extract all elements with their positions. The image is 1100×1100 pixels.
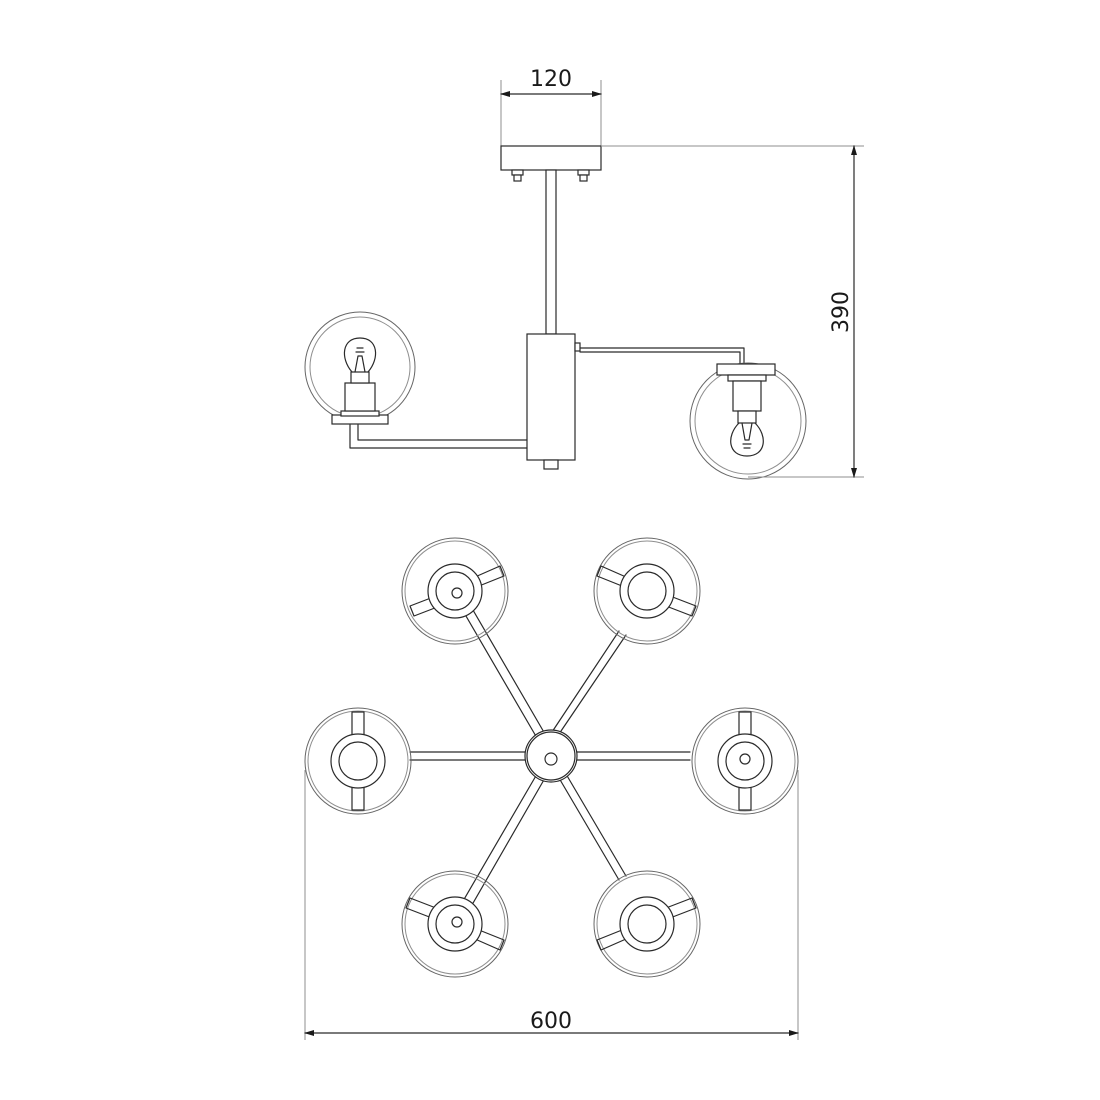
- top-view-lamp-lower-right: [593, 870, 701, 978]
- side-view: 120: [304, 67, 864, 480]
- top-view-lamp-right: [691, 707, 799, 815]
- height-label: 390: [829, 291, 854, 333]
- width-label: 600: [530, 1009, 572, 1034]
- left-globe-lamp: [304, 311, 416, 425]
- top-view-lamp-upper-right: [593, 537, 701, 645]
- suspension-rod: [545, 169, 557, 335]
- left-lamp-arm: [349, 424, 528, 449]
- central-hub: [526, 333, 581, 470]
- height-dimension: 390: [601, 145, 864, 478]
- top-view-lamp-lower-left: [401, 870, 509, 978]
- top-view-lamp-left: [304, 707, 412, 815]
- canopy-width-label: 120: [530, 67, 572, 92]
- width-dimension: 600: [304, 770, 799, 1040]
- right-globe-lamp: [689, 362, 807, 480]
- top-view: 600: [304, 537, 799, 1040]
- top-view-lamp-upper-left: [401, 537, 509, 645]
- top-view-hub: [524, 729, 578, 783]
- right-lamp-arm: [579, 347, 745, 366]
- top-view-arms: [409, 585, 691, 925]
- canopy-width-dimension: 120: [500, 67, 602, 146]
- ceiling-canopy: [500, 145, 602, 182]
